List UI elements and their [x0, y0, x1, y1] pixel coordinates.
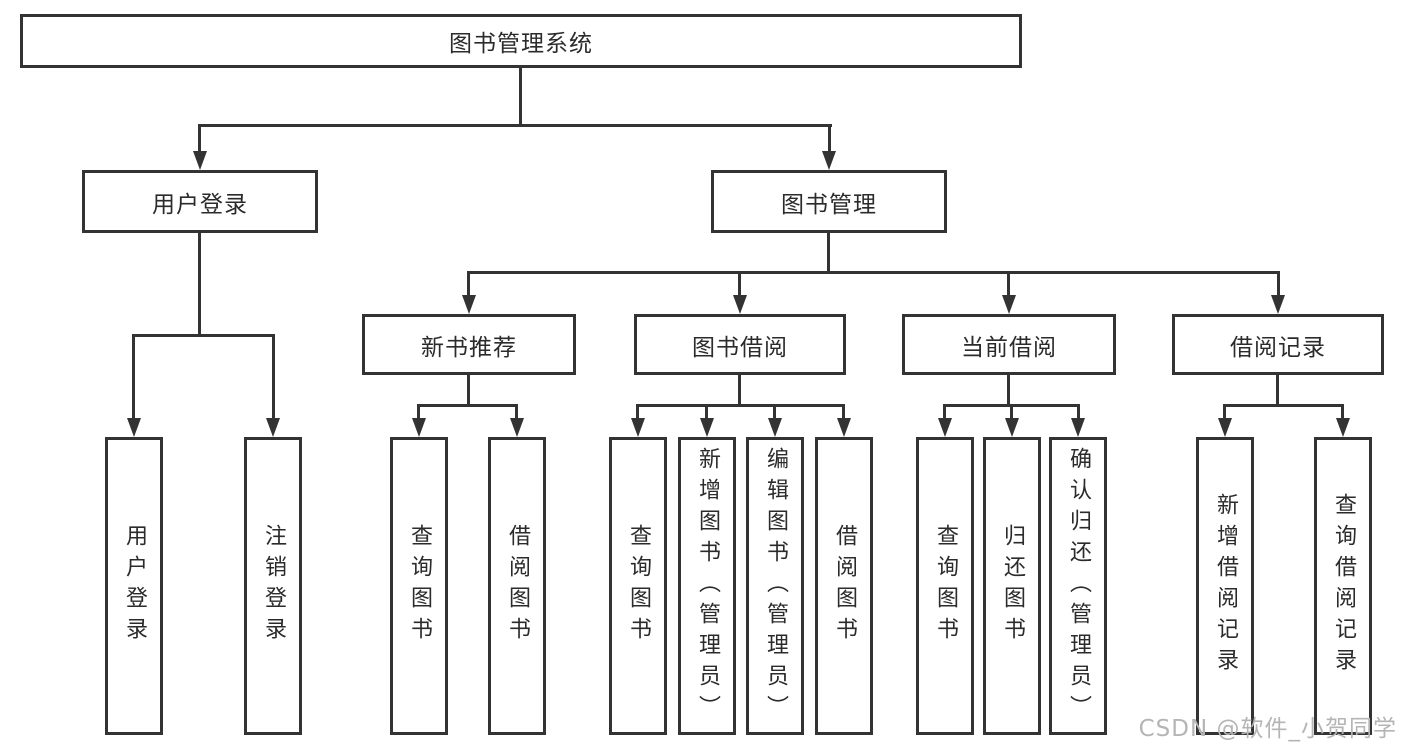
- node-label: 用户登录: [122, 524, 147, 648]
- connector-line: [519, 68, 522, 127]
- arrowhead-down: [462, 295, 476, 314]
- connector-line: [132, 334, 135, 419]
- arrowhead-down: [127, 418, 141, 437]
- arrowhead-down: [1071, 418, 1085, 437]
- arrowhead-down: [510, 418, 524, 437]
- node-library-system: 图书管理系统: [20, 14, 1022, 68]
- connector-line: [272, 334, 275, 419]
- arrowhead-down: [1218, 418, 1232, 437]
- connector-line: [198, 124, 832, 127]
- node-book-management: 图书管理: [711, 170, 947, 233]
- connector-line: [1277, 271, 1280, 296]
- node-label: 查询图书: [626, 524, 651, 648]
- node-user-login: 用户登录: [82, 170, 318, 233]
- leaf-add-borrow-record: 新增借阅记录: [1196, 437, 1254, 735]
- connector-line: [1010, 404, 1013, 419]
- leaf-query-borrow-record: 查询借阅记录: [1314, 437, 1372, 735]
- connector-line: [467, 375, 470, 407]
- arrowhead-down: [1336, 418, 1350, 437]
- node-label: 查询图书: [407, 524, 432, 648]
- node-label: 当前借阅: [961, 334, 1057, 361]
- leaf-query-books-current: 查询图书: [916, 437, 974, 735]
- connector-line: [636, 404, 845, 407]
- leaf-borrow-books: 借阅图书: [815, 437, 873, 735]
- connector-line: [1007, 271, 1010, 296]
- connector-line: [705, 404, 708, 419]
- node-label: 新增借阅记录: [1213, 493, 1238, 679]
- node-label: 新书推荐: [421, 334, 517, 361]
- node-current-borrow: 当前借阅: [902, 314, 1116, 375]
- connector-line: [738, 375, 741, 407]
- arrowhead-down: [266, 418, 280, 437]
- node-label: 借阅图书: [505, 524, 530, 648]
- connector-line: [198, 233, 201, 336]
- leaf-logout: 注销登录: [244, 437, 302, 735]
- connector-line: [132, 334, 275, 337]
- connector-line: [773, 404, 776, 419]
- leaf-return-books: 归还图书: [983, 437, 1041, 735]
- node-label: 归还图书: [1000, 524, 1025, 648]
- arrowhead-down: [1002, 295, 1016, 314]
- node-label: 新增图书（管理员）: [695, 446, 720, 726]
- connector-line: [1223, 404, 1344, 407]
- connector-line: [467, 271, 1280, 274]
- node-label: 图书管理: [781, 191, 877, 218]
- connector-line: [1223, 404, 1226, 419]
- leaf-edit-books-admin: 编辑图书（管理员）: [746, 437, 804, 735]
- node-label: 图书借阅: [692, 334, 788, 361]
- connector-line: [1077, 404, 1080, 419]
- leaf-query-books-borrow: 查询图书: [609, 437, 667, 735]
- arrowhead-down: [837, 418, 851, 437]
- connector-line: [827, 233, 830, 274]
- node-label: 查询借阅记录: [1331, 493, 1356, 679]
- arrowhead-down: [733, 295, 747, 314]
- node-label: 查询图书: [933, 524, 958, 648]
- leaf-confirm-return-admin: 确认归还（管理员）: [1049, 437, 1107, 735]
- arrowhead-down: [768, 418, 782, 437]
- leaf-borrow-books-recommend: 借阅图书: [488, 437, 546, 735]
- node-new-book-recommend: 新书推荐: [362, 314, 576, 375]
- arrowhead-down: [1005, 418, 1019, 437]
- node-label: 借阅图书: [832, 524, 857, 648]
- node-label: 图书管理系统: [449, 31, 593, 57]
- connector-line: [467, 271, 470, 296]
- connector-line: [842, 404, 845, 419]
- connector-line: [417, 404, 518, 407]
- connector-line: [1007, 375, 1010, 407]
- node-label: 编辑图书（管理员）: [763, 446, 788, 726]
- node-label: 用户登录: [152, 191, 248, 218]
- arrowhead-down: [822, 151, 836, 170]
- connector-line: [738, 271, 741, 296]
- arrowhead-down: [938, 418, 952, 437]
- leaf-query-books-recommend: 查询图书: [390, 437, 448, 735]
- csdn-watermark: CSDN @软件_小贺同学: [1138, 716, 1397, 742]
- connector-line: [198, 124, 201, 152]
- connector-line: [943, 404, 946, 419]
- node-borrow-records: 借阅记录: [1172, 314, 1384, 375]
- node-book-borrow: 图书借阅: [634, 314, 846, 375]
- connector-line: [515, 404, 518, 419]
- leaf-add-books-admin: 新增图书（管理员）: [678, 437, 736, 735]
- arrowhead-down: [412, 418, 426, 437]
- node-label: 借阅记录: [1230, 334, 1326, 361]
- arrowhead-down: [631, 418, 645, 437]
- connector-line: [828, 124, 831, 152]
- node-label: 注销登录: [261, 524, 286, 648]
- arrowhead-down: [193, 151, 207, 170]
- arrowhead-down: [1271, 295, 1285, 314]
- leaf-user-login: 用户登录: [105, 437, 163, 735]
- connector-line: [636, 404, 639, 419]
- connector-line: [417, 404, 420, 419]
- connector-line: [1341, 404, 1344, 419]
- arrowhead-down: [700, 418, 714, 437]
- node-label: 确认归还（管理员）: [1066, 446, 1091, 726]
- connector-line: [1276, 375, 1279, 407]
